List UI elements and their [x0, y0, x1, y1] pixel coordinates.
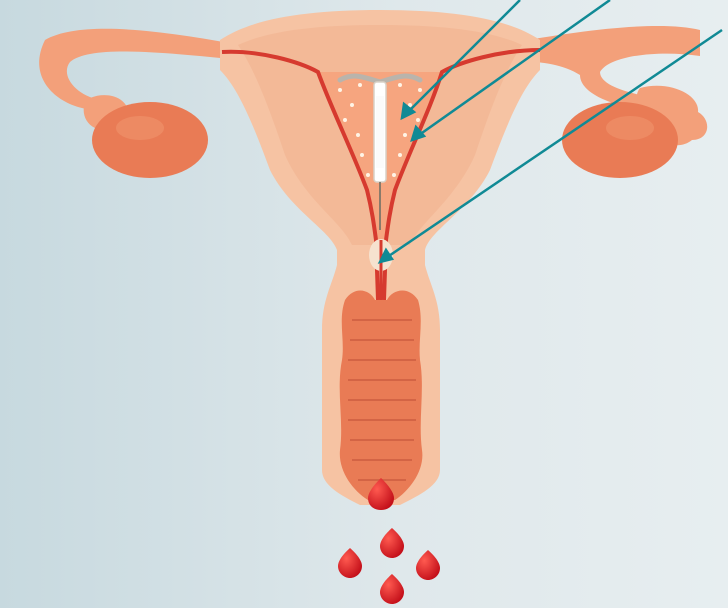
vagina [340, 291, 423, 500]
blood-drops [338, 528, 440, 604]
ovary-left [92, 102, 208, 178]
blood-drop [380, 528, 404, 558]
fallopian-tube-left [39, 29, 240, 110]
blood-drop [416, 550, 440, 580]
blood-drop [338, 548, 362, 578]
ovary-right [562, 102, 678, 178]
blood-drop [380, 574, 404, 604]
